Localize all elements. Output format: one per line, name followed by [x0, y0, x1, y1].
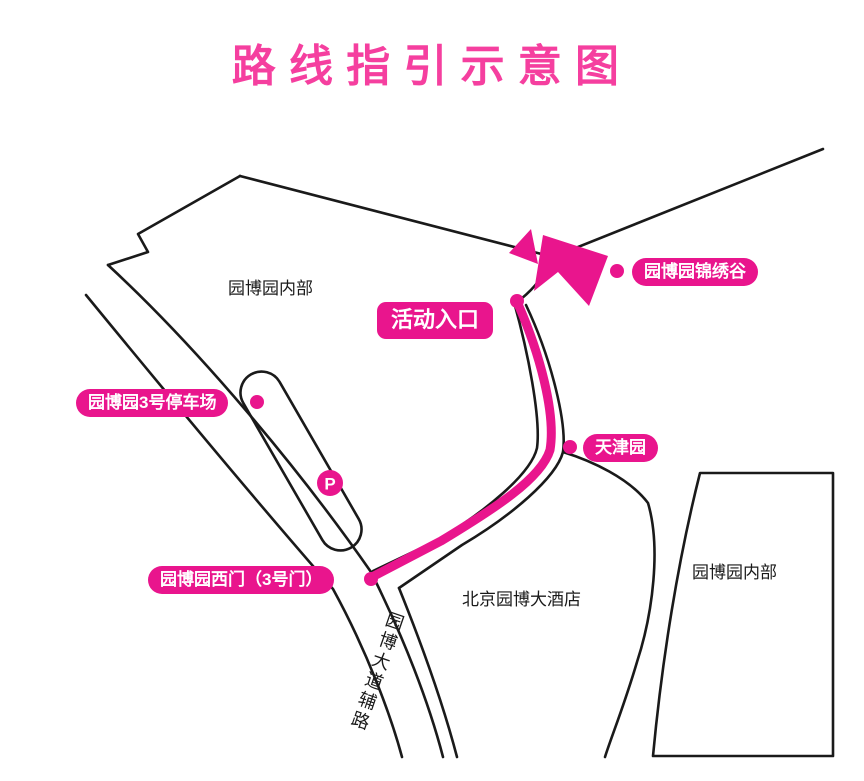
- park-top-label: 园博园内部: [228, 279, 313, 298]
- arrow-glyph-tip: [509, 229, 538, 264]
- route-arrow-glyph: [509, 229, 608, 306]
- parking-lot-pill: 园博园3号停车场: [76, 389, 229, 418]
- hotel-label: 北京园博大酒店: [462, 590, 581, 609]
- jinxiu-valley-dot: [610, 264, 624, 278]
- hotel-top-right-boundary: [561, 450, 656, 759]
- parking-icon: P: [317, 470, 343, 496]
- page-title: 路线指引示意图: [231, 42, 633, 91]
- parking-icon-circle: [317, 470, 343, 496]
- entrance-pill: 活动入口: [377, 302, 494, 339]
- west-gate-pill: 园博园西门（3号门）: [148, 566, 335, 595]
- bottom-right-region: [651, 471, 835, 758]
- park-bottom-right-label: 园博园内部: [692, 563, 777, 582]
- jinxiu-valley-pill: 园博园锦绣谷: [632, 258, 758, 287]
- hotel-left-boundary: [397, 586, 459, 759]
- road-upper-line: [106, 263, 445, 759]
- parking-icon-letter: P: [324, 475, 335, 494]
- park-left-edge-notch: [106, 174, 242, 267]
- road-lower-line: [84, 293, 404, 759]
- west-gate-dot: [364, 572, 378, 586]
- route-path: [367, 299, 556, 582]
- parking-lot-dot: [250, 395, 264, 409]
- map-outlines: [84, 147, 835, 759]
- entrance-dot: [510, 294, 524, 308]
- arrow-glyph-body: [534, 235, 608, 306]
- tianjin-garden-pill: 天津园: [583, 434, 658, 463]
- tianjin-garden-dot: [563, 440, 577, 454]
- parking-lot-outline: [239, 370, 363, 552]
